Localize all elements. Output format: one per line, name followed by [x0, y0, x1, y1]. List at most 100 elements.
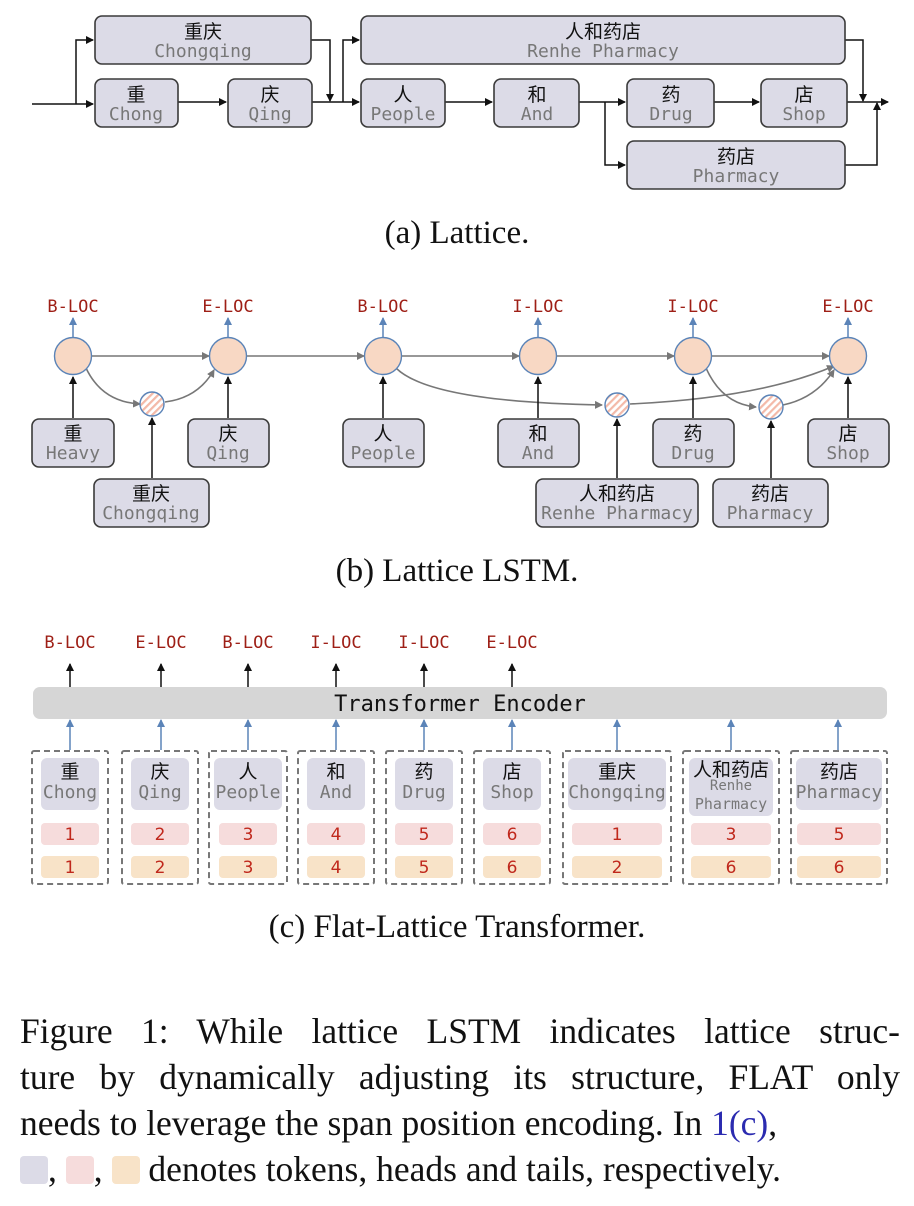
token-head: 5 [834, 825, 845, 845]
lstm-box-renhe: 人和药店 Renhe Pharmacy [535, 478, 699, 528]
flat-token-6: 店 Shop 6 6 [473, 750, 551, 885]
flat-label-5: I-LOC [398, 633, 449, 653]
panel-c-flat: B-LOC E-LOC B-LOC I-LOC I-LOC E-LOC Tran… [31, 633, 888, 885]
figure-reference-link[interactable]: 1(c) [711, 1103, 769, 1143]
token-tail: 3 [243, 858, 254, 878]
edge-to-renhe [342, 36, 360, 102]
box-en: Qing [206, 443, 249, 464]
lattice-box-people: 人 People [360, 78, 446, 128]
flat-label-1: B-LOC [44, 633, 95, 653]
lattice-box-chongqing: 重庆 Chongqing [94, 15, 312, 65]
token-head: 5 [419, 825, 430, 845]
token-tail: 1 [65, 858, 76, 878]
box-zh: 重 [126, 84, 145, 106]
edge-renhe-end [845, 39, 867, 102]
box-en: Shop [782, 104, 825, 125]
token-en: Chongqing [568, 782, 666, 803]
box-en: Pharmacy [727, 503, 814, 524]
caption-text: , [768, 1103, 778, 1143]
token-head: 6 [507, 825, 518, 845]
token-zh: 药店 [820, 761, 858, 783]
token-en: Drug [402, 782, 445, 803]
lstm-box-qing: 庆 Qing [187, 418, 270, 468]
lstm-box-chongqing: 重庆 Chongqing [93, 478, 210, 528]
transformer-encoder-label: Transformer Encoder [334, 692, 586, 717]
box-zh: 和 [527, 84, 546, 106]
lstm-label-1: B-LOC [47, 297, 98, 317]
lstm-box-and: 和 And [497, 418, 580, 468]
box-zh: 和 [528, 423, 547, 445]
token-zh: 庆 [150, 761, 169, 783]
caption-text: denotes tokens, heads and tails, respect… [139, 1149, 781, 1189]
tail-color-swatch [111, 1156, 140, 1184]
box-zh: 人 [373, 423, 392, 445]
box-zh: 药 [661, 84, 680, 106]
box-zh: 人和药店 [579, 483, 655, 505]
box-en: Chongqing [154, 41, 252, 62]
lstm-box-drug: 药 Drug [652, 418, 735, 468]
lattice-box-pharmacy: 药店 Pharmacy [626, 140, 846, 190]
figure-caption-line-1: Figure 1: While lattice LSTM indicates l… [20, 1011, 900, 1051]
box-zh: 药店 [717, 146, 755, 168]
box-en: And [522, 443, 555, 464]
panel-b-lattice-lstm: B-LOC E-LOC B-LOC I-LOC I-LOC E-LOC [31, 297, 890, 528]
caption-sep: , [48, 1149, 57, 1189]
lstm-chain [85, 352, 835, 411]
token-head: 4 [331, 825, 342, 845]
token-en: Shop [490, 782, 533, 803]
token-en: Pharmacy [796, 782, 883, 803]
lstm-word-cell-chongqing [139, 391, 165, 417]
token-tail: 6 [834, 858, 845, 878]
box-en: People [350, 443, 415, 464]
token-tail: 6 [507, 858, 518, 878]
token-en: And [320, 782, 353, 803]
token-zh: 人 [238, 761, 257, 783]
flat-output-arrows [66, 663, 516, 687]
lstm-box-pharmacy: 药店 Pharmacy [712, 478, 829, 528]
caption-text: needs to leverage the span position enco… [20, 1103, 712, 1143]
edge-and-pharmacy [604, 102, 626, 169]
edge-pharmacy-end [845, 102, 881, 166]
box-zh: 重 [63, 423, 82, 445]
box-en: Drug [671, 443, 714, 464]
token-color-swatch [20, 1156, 48, 1184]
token-tail: 5 [419, 858, 430, 878]
token-zh: 重庆 [598, 761, 636, 783]
transformer-encoder-bar [33, 687, 887, 719]
token-head: 1 [612, 825, 623, 845]
lattice-box-renhe: 人和药店 Renhe Pharmacy [360, 15, 846, 65]
token-en: People [215, 782, 280, 803]
token-head: 2 [155, 825, 166, 845]
lattice-box-and: 和 And [493, 78, 580, 128]
box-en: Renhe Pharmacy [541, 503, 693, 524]
lstm-word-cell-pharmacy [758, 394, 784, 420]
box-en: Heavy [46, 443, 100, 464]
box-zh: 药店 [751, 483, 789, 505]
lstm-label-5: I-LOC [667, 297, 718, 317]
caption-sep: , [93, 1149, 103, 1189]
caption-panel-c: (c) Flat-Lattice Transformer. [268, 909, 646, 945]
box-en: Shop [826, 443, 869, 464]
flat-token-5: 药 Drug 5 5 [385, 750, 463, 885]
box-zh: 药 [683, 423, 702, 445]
edge-chongqing-merge [311, 39, 334, 102]
token-zh: 重 [60, 761, 79, 783]
box-zh: 重庆 [132, 483, 170, 505]
box-zh: 重庆 [184, 21, 222, 43]
flat-label-2: E-LOC [135, 633, 186, 653]
lattice-box-drug: 药 Drug [626, 78, 715, 128]
token-tail: 6 [726, 858, 737, 878]
figure-caption-line-4: , , denotes tokens, heads and tails, res… [20, 1146, 900, 1192]
token-head: 1 [65, 825, 76, 845]
lstm-cell-3 [363, 336, 403, 376]
box-en: Chongqing [102, 503, 200, 524]
caption-panel-a: (a) Lattice. [384, 215, 530, 251]
token-zh: 店 [502, 761, 521, 783]
lstm-label-2: E-LOC [202, 297, 253, 317]
lstm-box-shop: 店 Shop [807, 418, 890, 468]
token-en-line2: Pharmacy [695, 795, 767, 813]
lstm-input-arrows [69, 376, 852, 478]
token-zh: 药 [414, 761, 433, 783]
box-zh: 店 [794, 84, 813, 106]
token-zh: 人和药店 [693, 759, 769, 781]
